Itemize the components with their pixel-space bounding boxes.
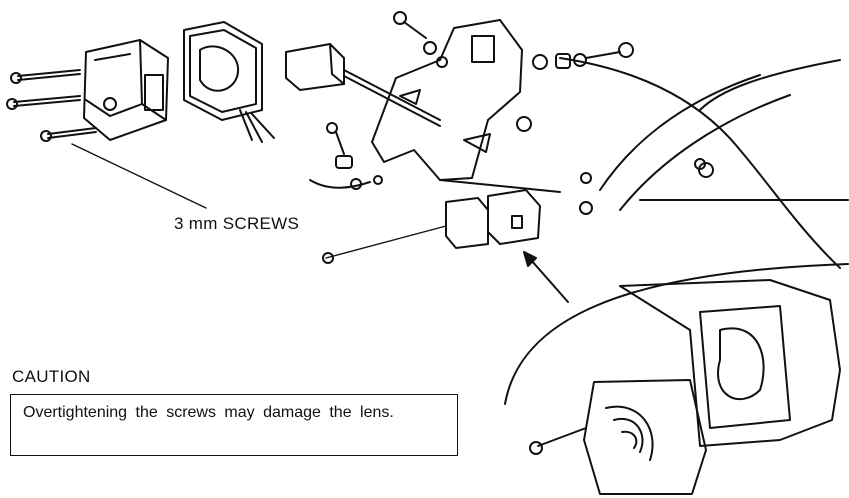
taillight-housing	[83, 39, 169, 141]
screw-1	[10, 69, 81, 84]
caution-box: Overtightening the screws may damage the…	[10, 394, 458, 456]
detail-turn-signal	[529, 279, 841, 495]
license-bracket	[371, 19, 523, 181]
nuts-right	[516, 42, 714, 178]
turn-signal-right	[445, 189, 541, 249]
caution-title: CAUTION	[12, 367, 91, 386]
detail-arrow-head	[523, 251, 537, 267]
turn-signal-left	[285, 43, 441, 127]
screw-3	[40, 127, 97, 142]
bolt-top	[393, 11, 448, 68]
wiring-harness	[309, 122, 593, 215]
caution-text: Overtightening the screws may damage the…	[23, 404, 394, 421]
detail-callout-arc	[504, 263, 849, 405]
screws-label: 3 mm SCREWS	[174, 214, 300, 233]
screws-leader	[71, 143, 207, 209]
screw-2	[6, 95, 81, 110]
lens-screw	[322, 225, 447, 264]
fender	[559, 57, 849, 269]
lamp-socket	[183, 21, 275, 143]
